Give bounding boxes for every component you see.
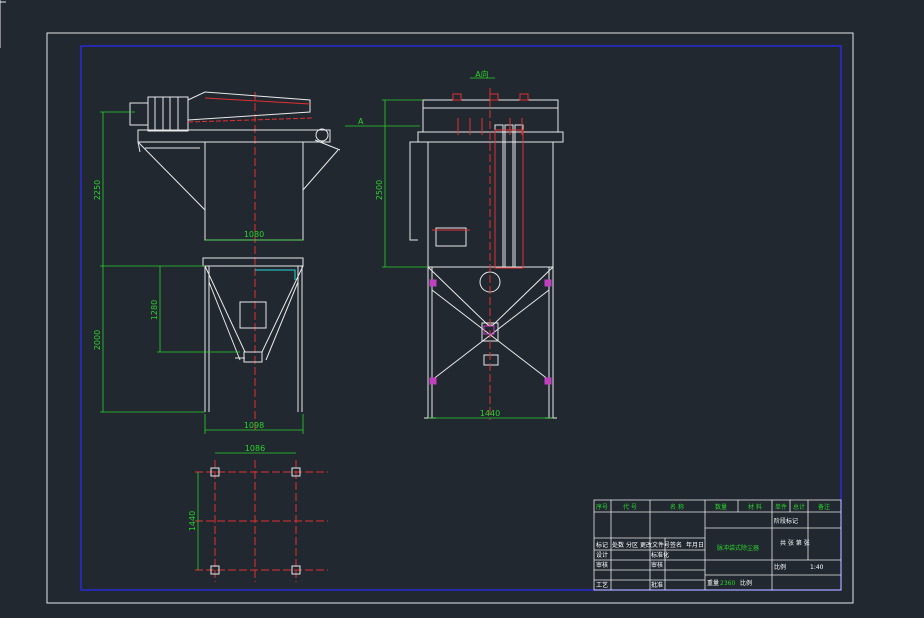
tb-standard: 标准化 xyxy=(651,551,669,559)
tb-row-mark: 标记 xyxy=(596,541,608,549)
tb-row-change: 更改文件号 xyxy=(640,541,670,549)
ucs-corner-mark xyxy=(0,0,6,48)
section-marker: A xyxy=(358,117,364,126)
tb-header-material: 材 料 xyxy=(748,503,762,511)
side-view xyxy=(129,91,341,432)
front-view-red-details xyxy=(432,88,529,420)
dim-hopper-height: 1280 xyxy=(150,300,159,320)
side-dimensions xyxy=(100,111,420,434)
front-dimensions xyxy=(382,77,553,419)
front-view-brackets xyxy=(429,279,552,385)
section-view-label: A向 xyxy=(475,69,488,79)
tb-approve: 批准 xyxy=(651,581,663,589)
tb-reviewer: 审核 xyxy=(596,561,608,569)
tb-row-sign: 签名 xyxy=(670,541,682,549)
tb-weight-label: 重量 xyxy=(707,579,719,587)
dim-plan-width: 1086 xyxy=(245,444,265,453)
tb-row-count: 处数 xyxy=(612,541,624,549)
dim-side-upper-height: 2250 xyxy=(93,180,102,200)
front-view xyxy=(409,99,564,419)
tb-header-name: 名 称 xyxy=(670,503,684,511)
tb-scale-label-right: 比例 xyxy=(774,563,786,571)
plan-view xyxy=(195,460,328,582)
drawing-title: 脉冲袋式除尘器 xyxy=(717,544,759,552)
tb-header-code: 代 号 xyxy=(623,503,637,511)
outer-border xyxy=(46,32,854,604)
inner-border xyxy=(80,45,842,591)
tb-weight-value: 2360 xyxy=(720,580,735,587)
tb-header-qty: 数量 xyxy=(715,503,727,511)
dim-base-width: 1098 xyxy=(244,421,264,430)
tb-scale-label: 比例 xyxy=(740,579,752,587)
tb-scale-value: 1:40 xyxy=(810,564,824,571)
tb-sheets: 共 张 第 张 xyxy=(780,539,810,547)
tb-row-zone: 分区 xyxy=(626,541,638,549)
tb-header-total: 总计 xyxy=(793,503,805,511)
tb-header-note: 备注 xyxy=(818,503,830,511)
tb-process: 工艺 xyxy=(596,581,608,589)
tb-row-date: 年月日 xyxy=(686,541,704,549)
plan-dimensions xyxy=(197,452,296,570)
dim-plan-height: 1440 xyxy=(188,511,197,531)
tb-header-seq: 序号 xyxy=(596,503,608,511)
tb-audit: 审核 xyxy=(651,561,663,569)
title-block xyxy=(593,499,842,591)
tb-header-unit: 单件 xyxy=(775,503,787,511)
dim-front-upper-height: 2500 xyxy=(375,180,384,200)
tb-designer: 设计 xyxy=(596,551,608,559)
tb-stage-label: 阶段标记 xyxy=(774,517,798,525)
dim-side-lower-height: 2000 xyxy=(93,330,102,350)
dim-top-width: 1080 xyxy=(244,230,264,239)
dim-front-base-width: 1440 xyxy=(480,409,500,418)
